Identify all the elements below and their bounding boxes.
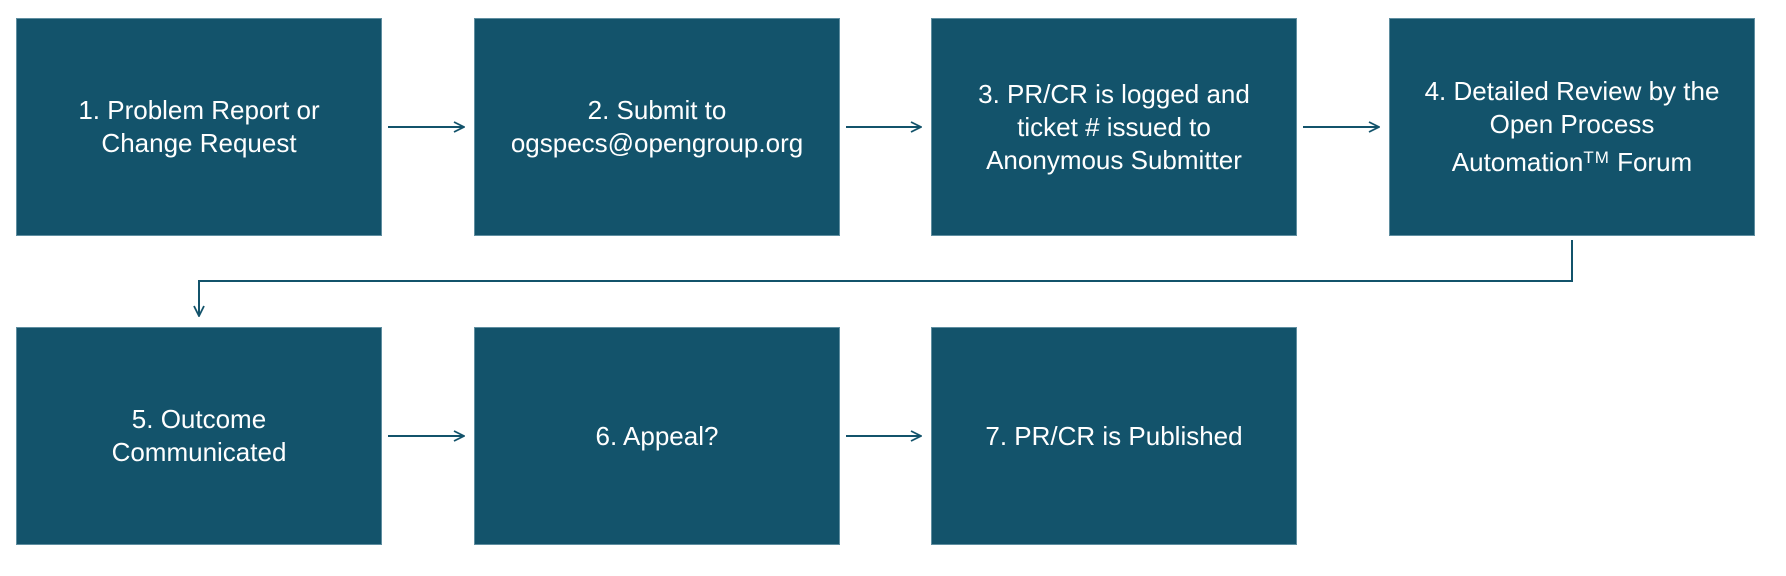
step-4-detailed-review-box: 4. Detailed Review by the Open Process A…	[1389, 18, 1755, 236]
step-5-outcome-box: 5. Outcome Communicated	[16, 327, 382, 545]
step-1-problem-report-box: 1. Problem Report or Change Request	[16, 18, 382, 236]
step-6-line-1: 6. Appeal?	[595, 420, 719, 451]
step-3-text: 3. PR/CR is logged and ticket # issued t…	[978, 78, 1250, 177]
step-4-line-3-tail: Forum	[1609, 147, 1693, 177]
step-7-published-box: 7. PR/CR is Published	[931, 327, 1297, 545]
step-4-line-1: 4. Detailed Review by the	[1424, 76, 1720, 106]
step-3-line-2: ticket # issued to	[1017, 111, 1211, 142]
step-4-line-3: AutomationTM Forum	[1425, 141, 1720, 179]
step-3-line-1: 3. PR/CR is logged and	[978, 78, 1250, 109]
step-5-line-1: 5. Outcome	[131, 404, 267, 434]
step-2-line-2: ogspecs@opengroup.org	[510, 128, 804, 158]
step-7-text: 7. PR/CR is Published	[985, 420, 1242, 453]
step-1-line-2: Change Request	[101, 128, 297, 158]
step-5-line-2: Communicated	[111, 437, 287, 467]
step-3-line-3: Anonymous Submitter	[986, 144, 1242, 175]
step-2-submit-box: 2. Submit to ogspecs@opengroup.org	[474, 18, 840, 236]
step-3-logged-box: 3. PR/CR is logged and ticket # issued t…	[931, 18, 1297, 236]
arrow-step4-to-step5	[199, 240, 1573, 315]
step-6-text: 6. Appeal?	[596, 420, 719, 453]
trademark-mark: TM	[1583, 148, 1610, 167]
step-4-line-2: Open Process	[1489, 109, 1655, 139]
step-4-text: 4. Detailed Review by the Open Process A…	[1425, 75, 1720, 179]
step-5-text: 5. Outcome Communicated	[112, 403, 287, 469]
step-6-appeal-box: 6. Appeal?	[474, 327, 840, 545]
step-2-line-1: 2. Submit to	[587, 95, 727, 125]
step-2-text: 2. Submit to ogspecs@opengroup.org	[511, 94, 803, 160]
step-4-line-3-word: Automation	[1451, 147, 1584, 177]
step-1-line-1: 1. Problem Report or	[78, 95, 320, 125]
step-7-line-1: 7. PR/CR is Published	[985, 420, 1243, 451]
step-1-text: 1. Problem Report or Change Request	[78, 94, 319, 160]
